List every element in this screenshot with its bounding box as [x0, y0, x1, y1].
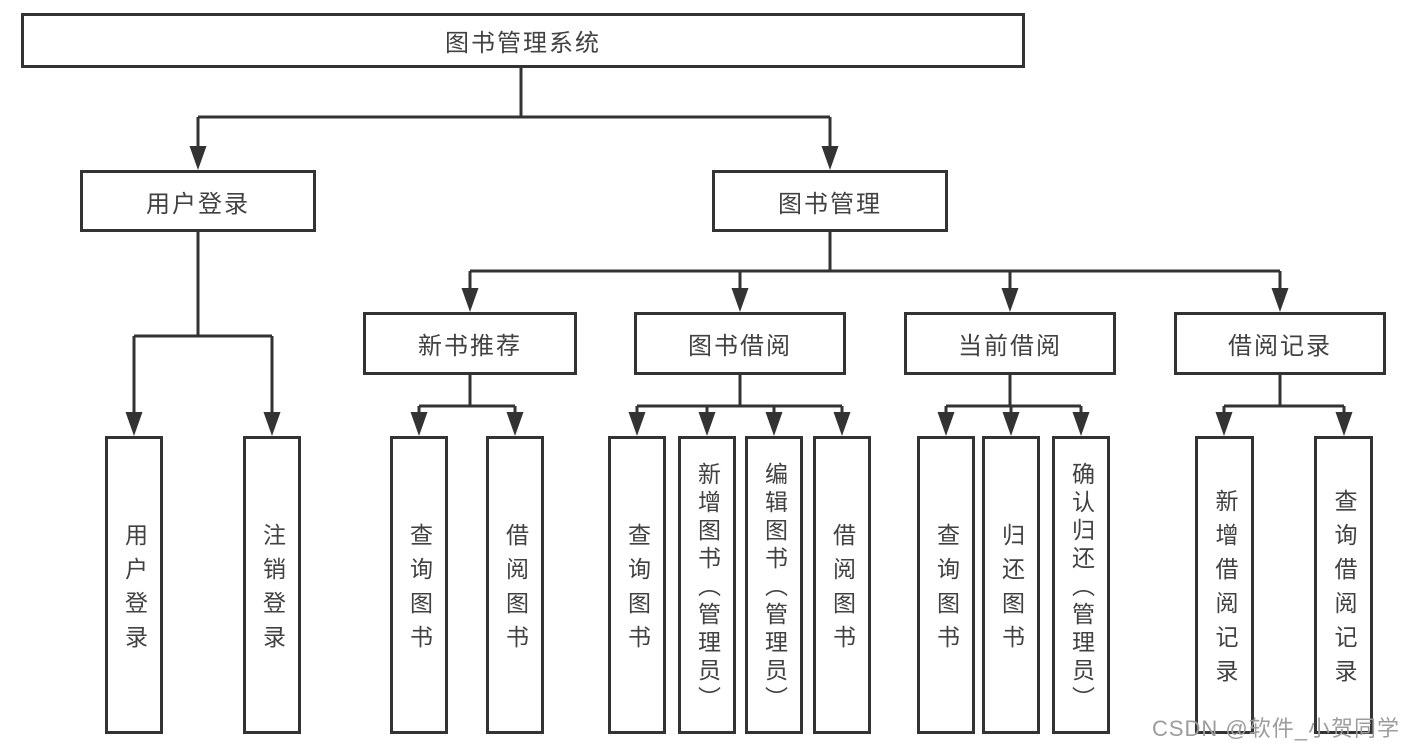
arrow-down-icon: [1271, 288, 1289, 312]
arrow-down-icon: [698, 412, 716, 436]
node-new-book-recommend: 新书推荐: [363, 312, 577, 375]
arrow-down-icon: [189, 146, 207, 170]
node-book-borrow: 图书借阅: [634, 312, 846, 375]
node-label: 确认归还（管理员）: [1068, 461, 1095, 714]
node-label: 用户登录: [146, 190, 250, 218]
arrow-down-icon: [1335, 412, 1353, 436]
arrow-down-icon: [765, 412, 783, 436]
node-label: 新增图书（管理员）: [694, 461, 721, 714]
node-label: 借阅记录: [1228, 333, 1332, 360]
leaf-logout: 注销登录: [243, 436, 301, 734]
arrow-down-icon: [506, 412, 524, 436]
node-label: 借阅图书: [502, 522, 529, 659]
arrow-down-icon: [1072, 412, 1090, 436]
leaf-borrow-books-2: 借阅图书: [813, 436, 871, 734]
node-label: 查询图书: [933, 522, 960, 659]
arrow-down-icon: [821, 146, 839, 170]
node-label: 图书管理系统: [445, 30, 601, 57]
arrow-down-icon: [263, 412, 281, 436]
node-current-borrow: 当前借阅: [904, 312, 1116, 375]
arrow-down-icon: [461, 288, 479, 312]
node-label: 查询图书: [624, 522, 651, 659]
node-label: 新增借阅记录: [1212, 488, 1238, 693]
node-label: 注销登录: [259, 522, 286, 659]
arrow-down-icon: [731, 288, 749, 312]
leaf-confirm-return-admin: 确认归还（管理员）: [1052, 436, 1110, 734]
node-user-login-branch: 用户登录: [80, 170, 316, 232]
arrow-down-icon: [628, 412, 646, 436]
node-label: 编辑图书（管理员）: [761, 461, 788, 714]
leaf-return-books: 归还图书: [982, 436, 1040, 734]
arrow-down-icon: [937, 412, 955, 436]
node-label: 查询借阅记录: [1331, 488, 1357, 693]
node-label: 新书推荐: [418, 333, 522, 360]
arrow-down-icon: [1001, 288, 1019, 312]
node-borrow-records: 借阅记录: [1174, 312, 1386, 375]
node-label: 归还图书: [998, 522, 1025, 659]
node-book-management: 图书管理: [712, 170, 948, 232]
arrow-down-icon: [410, 412, 428, 436]
leaf-add-borrow-record: 新增借阅记录: [1195, 436, 1254, 734]
leaf-query-borrow-record: 查询借阅记录: [1314, 436, 1373, 734]
arrow-down-icon: [1002, 412, 1020, 436]
node-library-system: 图书管理系统: [21, 13, 1025, 68]
node-label: 查询图书: [406, 522, 433, 659]
leaf-query-books-2: 查询图书: [608, 436, 666, 734]
leaf-add-book-admin: 新增图书（管理员）: [678, 436, 736, 734]
node-label: 图书借阅: [688, 333, 792, 360]
node-label: 借阅图书: [829, 522, 856, 659]
leaf-query-books-1: 查询图书: [390, 436, 448, 734]
node-label: 当前借阅: [958, 333, 1062, 360]
leaf-edit-book-admin: 编辑图书（管理员）: [745, 436, 803, 734]
leaf-borrow-books-1: 借阅图书: [486, 436, 544, 734]
node-label: 图书管理: [778, 190, 882, 218]
leaf-query-books-3: 查询图书: [917, 436, 975, 734]
arrow-down-icon: [833, 412, 851, 436]
csdn-watermark: CSDN @软件_小贺同学: [1151, 716, 1400, 741]
arrow-down-icon: [125, 412, 143, 436]
arrow-down-icon: [1215, 412, 1233, 436]
node-label: 用户登录: [121, 522, 148, 659]
leaf-user-login: 用户登录: [105, 436, 163, 734]
